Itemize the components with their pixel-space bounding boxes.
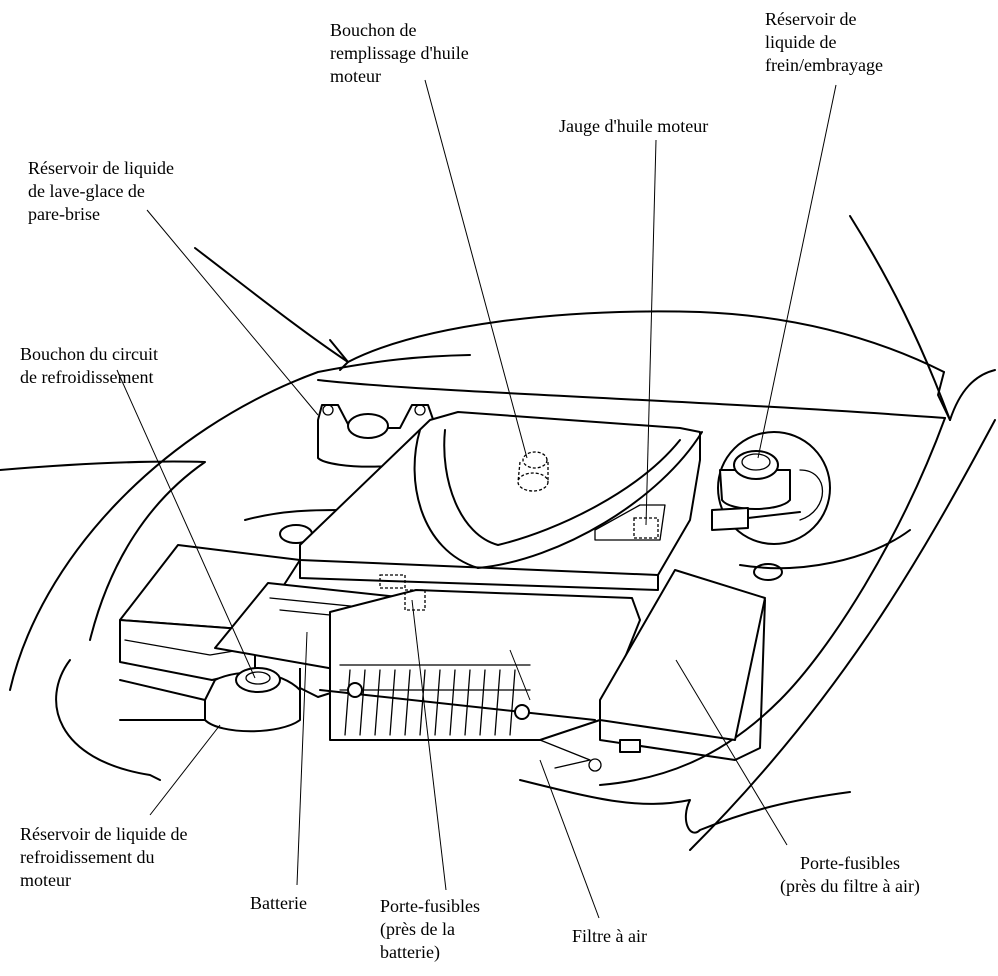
brake-reservoir-shape xyxy=(711,431,831,545)
label-battery: Batterie xyxy=(250,893,307,913)
engine-cover-shape xyxy=(299,411,703,591)
label-fuse-box-air-filter: Porte-fusibles(près du filtre à air) xyxy=(780,853,920,896)
leader-lines xyxy=(116,79,837,919)
coolant-reservoir-shape xyxy=(119,667,301,733)
hood-outline xyxy=(194,215,996,421)
label-air-filter: Filtre à air xyxy=(572,926,647,946)
label-dipstick: Jauge d'huile moteur xyxy=(559,116,709,136)
right-fuse-box-shape xyxy=(588,569,766,772)
air-filter-shape xyxy=(319,574,641,769)
